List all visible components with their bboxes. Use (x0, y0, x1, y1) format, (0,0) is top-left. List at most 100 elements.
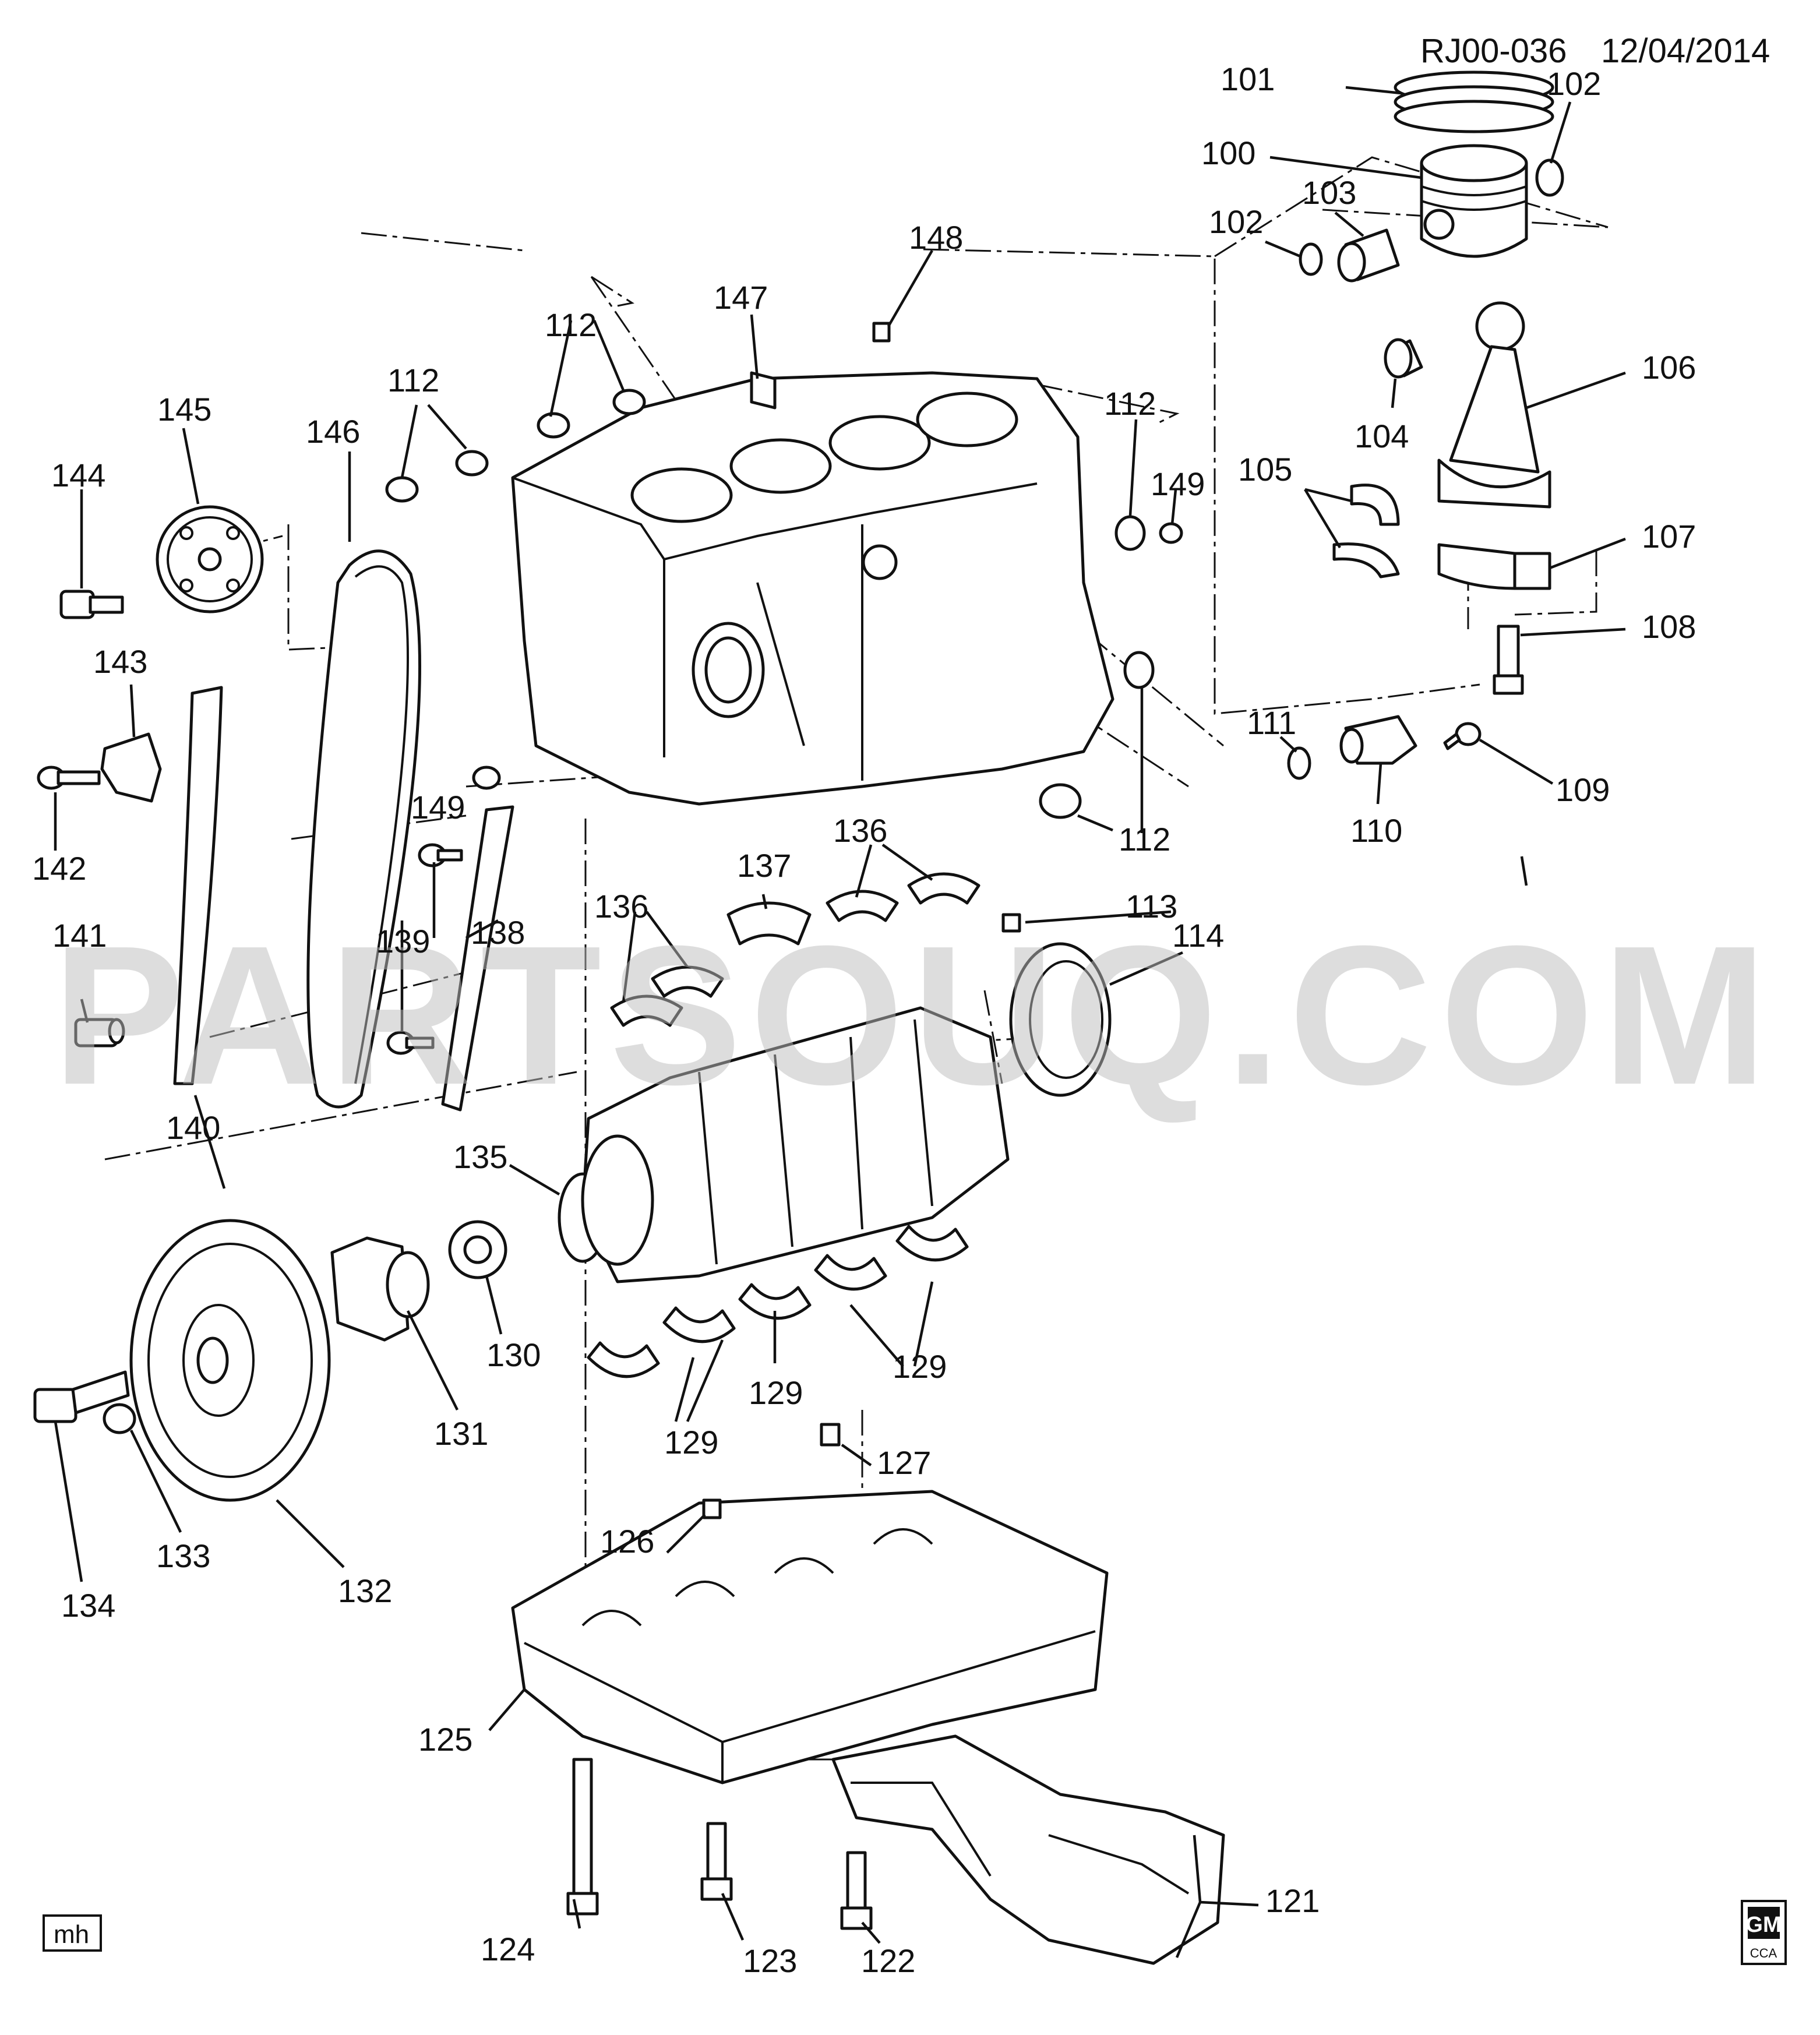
leader-lines (54, 86, 1626, 1958)
callout-138: 138 (471, 914, 525, 951)
callout-114: 114 (1172, 917, 1224, 954)
callout-126: 126 (600, 1523, 654, 1560)
crankshaft-sprocket (448, 1220, 507, 1279)
callout-145: 145 (157, 391, 211, 428)
callout-109: 109 (1556, 771, 1610, 808)
connecting-rod-bushing (1384, 338, 1423, 379)
sensor-bolt (1443, 722, 1482, 750)
callout-141: 141 (52, 917, 107, 954)
callout-122: 122 (861, 1942, 915, 1979)
gm-logo: GM CCA (1741, 1900, 1787, 1965)
callout-112: 112 (545, 306, 597, 343)
footer-initials: mh (54, 1920, 89, 1949)
rear-seal-pin (1001, 913, 1021, 933)
gm-logo-subtext: CCA (1750, 1946, 1777, 1960)
callout-139: 139 (376, 923, 430, 960)
timing-chain-tensioner-guide (173, 686, 223, 1085)
connecting-rod-cap (1437, 543, 1551, 590)
callout-149: 149 (411, 789, 465, 826)
gm-logo-text: GM (1745, 1913, 1781, 1937)
piston (1420, 144, 1528, 258)
piston-pin-retainer (1299, 158, 1564, 276)
crankshaft-rear-oil-seal (1009, 942, 1112, 1097)
callout-149: 149 (1151, 465, 1205, 502)
callout-148: 148 (909, 219, 963, 256)
callout-111: 111 (1247, 704, 1296, 741)
callout-124: 124 (481, 1931, 535, 1967)
callout-104: 104 (1355, 418, 1409, 454)
connecting-rod (1437, 301, 1551, 509)
callout-134: 134 (61, 1587, 115, 1624)
callout-125: 125 (418, 1721, 472, 1758)
connecting-rod-bearing (1332, 484, 1400, 579)
piston-pin (1337, 228, 1400, 283)
callout-132: 132 (338, 1572, 392, 1609)
tensioner-bolt (37, 766, 101, 790)
callout-105: 105 (1238, 451, 1292, 488)
callout-135: 135 (453, 1138, 507, 1175)
piston-ring-set (1394, 70, 1554, 133)
callout-129: 129 (749, 1374, 803, 1411)
guide-pivot-bolt (74, 1018, 125, 1048)
balancer-bolt (33, 1370, 130, 1423)
callout-110: 110 (1350, 812, 1402, 849)
callout-112: 112 (1104, 385, 1156, 422)
callout-136: 136 (594, 888, 648, 925)
callout-123: 123 (743, 1942, 797, 1979)
callout-147: 147 (714, 279, 768, 316)
callout-108: 108 (1642, 608, 1696, 645)
diagram-reference: RJ00-036 (1420, 32, 1567, 70)
crankshaft-balancer (129, 1219, 331, 1502)
oil-pan-bolt-long (566, 1758, 599, 1916)
callout-142: 142 (32, 850, 86, 887)
callout-143: 143 (93, 643, 147, 680)
callout-131: 131 (434, 1415, 488, 1452)
callout-labels: 101 100 102 102 103 104 105 106 107 108 … (32, 61, 1696, 1979)
callout-103: 103 (1302, 174, 1356, 211)
callout-129: 129 (664, 1424, 718, 1461)
callout-137: 137 (737, 847, 791, 884)
callout-106: 106 (1642, 349, 1696, 386)
crankshaft (558, 1006, 1010, 1283)
connecting-rod-bolt (1493, 625, 1524, 695)
sprocket-bolt (59, 590, 124, 619)
callout-136: 136 (833, 812, 887, 849)
callout-144: 144 (51, 457, 105, 493)
callout-100: 100 (1201, 135, 1255, 171)
callout-112: 112 (387, 362, 439, 398)
diagram-date: 12/04/2014 (1601, 32, 1770, 70)
callout-102: 102 (1209, 203, 1263, 240)
callout-107: 107 (1642, 518, 1696, 555)
callout-101: 101 (1221, 61, 1275, 97)
callout-133: 133 (156, 1537, 210, 1574)
sensor-o-ring (1287, 746, 1311, 780)
engine-block (511, 322, 1114, 806)
footer-initials-box: mh (43, 1914, 102, 1952)
timing-chain-tensioner (100, 732, 162, 803)
callout-113: 113 (1126, 888, 1177, 925)
crankcase-dowel (702, 1423, 841, 1519)
oil-pump (831, 1734, 1225, 1965)
timing-chain (306, 549, 421, 1109)
crankshaft-upper-bearing (610, 872, 980, 1027)
callout-129: 129 (893, 1348, 947, 1385)
crankshaft-lower-bearing (587, 1225, 969, 1378)
balancer-washer (103, 1403, 136, 1434)
oil-pan-bolt-short (700, 1822, 873, 1930)
callout-127: 127 (877, 1444, 931, 1481)
dowel-pin (472, 522, 1183, 790)
lower-crankcase (511, 1490, 1109, 1784)
crankshaft-position-sensor (1339, 715, 1417, 765)
callout-102: 102 (1547, 65, 1601, 102)
callout-140: 140 (166, 1109, 220, 1146)
guide-bolt (386, 843, 463, 1055)
callout-130: 130 (486, 1336, 541, 1373)
callout-112: 112 (1119, 821, 1170, 858)
crankshaft-front-oil-seal-housing (330, 1236, 430, 1342)
camshaft-sprocket (156, 505, 264, 613)
watermark-text: PARTSOUQ.COM (52, 905, 1775, 1126)
callout-121: 121 (1265, 1882, 1320, 1919)
timing-chain-guide (441, 805, 514, 1112)
callout-146: 146 (306, 413, 360, 450)
